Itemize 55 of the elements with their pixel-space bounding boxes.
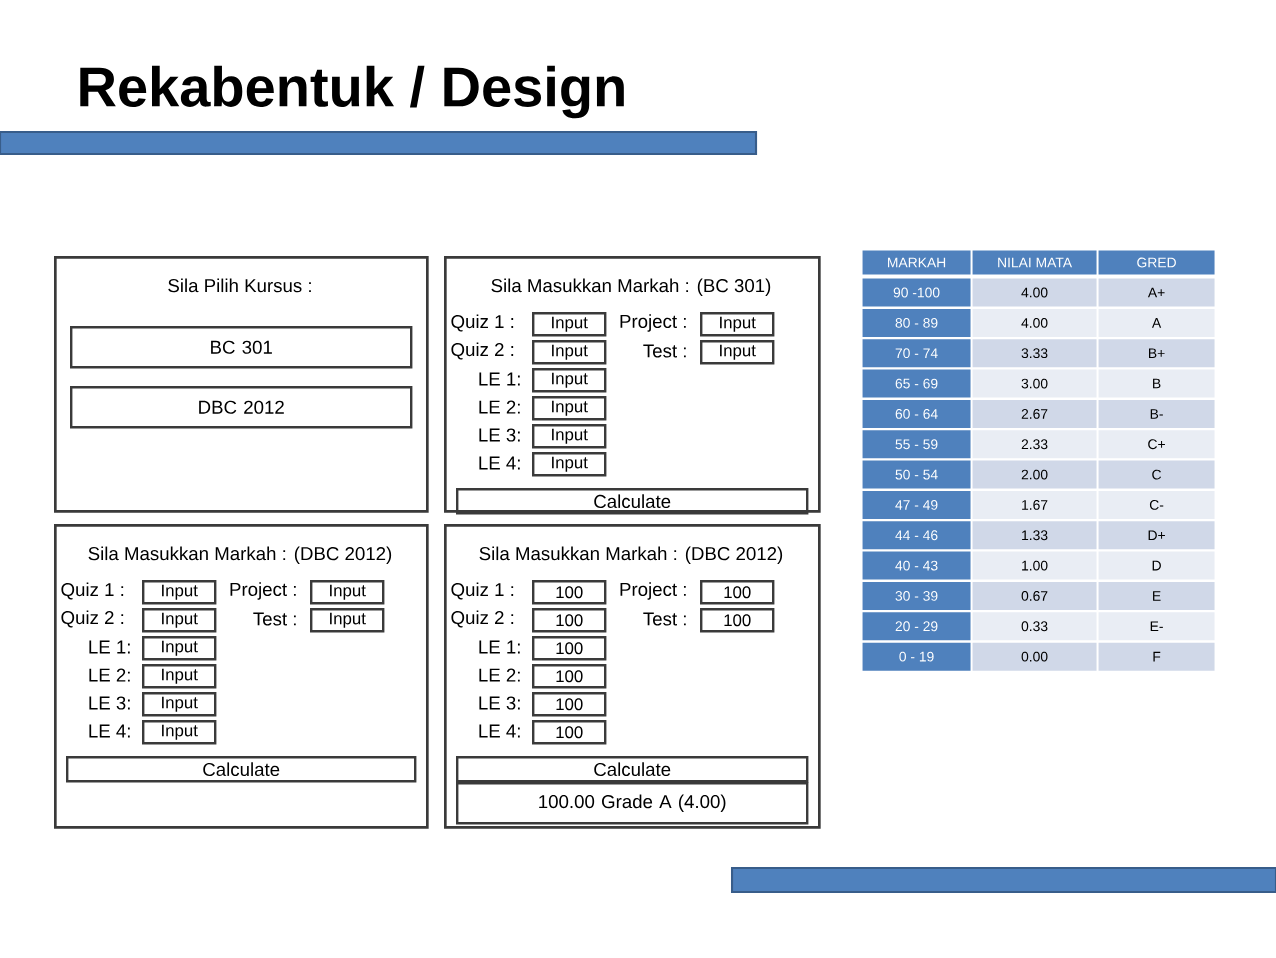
input-field: Input xyxy=(142,664,217,689)
course-button: BC 301 xyxy=(70,326,413,369)
course-button: DBC 2012 xyxy=(70,386,413,429)
field-label: Test : xyxy=(643,344,686,358)
field-label: Project : xyxy=(230,582,296,600)
field-label: LE 3: xyxy=(479,428,520,442)
field-label: Quiz 2 : xyxy=(451,610,514,628)
field-label: LE 2: xyxy=(479,400,520,414)
field-label: Project : xyxy=(620,582,686,600)
input-field: Input xyxy=(700,340,775,365)
input-field: 100 xyxy=(532,692,607,717)
field-label: Quiz 1 : xyxy=(61,582,124,600)
field-label: Project : xyxy=(620,314,686,332)
field-label: Test : xyxy=(643,612,686,626)
field-label: LE 4: xyxy=(89,724,130,738)
field-label: Quiz 1 : xyxy=(451,314,514,332)
field-label: LE 3: xyxy=(89,696,130,710)
input-field: Input xyxy=(142,608,217,633)
field-label: LE 1: xyxy=(479,640,520,654)
input-field: 100 xyxy=(700,580,775,605)
field-label: LE 4: xyxy=(479,724,520,738)
field-label: LE 1: xyxy=(479,372,520,386)
calculate-button: Calculate xyxy=(456,488,809,515)
input-field: Input xyxy=(142,692,217,717)
result-box: 100.00 Grade A (4.00) xyxy=(456,782,809,825)
field-label: Quiz 2 : xyxy=(451,342,514,360)
input-field: 100 xyxy=(532,636,607,661)
input-field: Input xyxy=(532,340,607,365)
input-field: 100 xyxy=(532,720,607,745)
field-label: LE 2: xyxy=(89,668,130,682)
field-label: Quiz 1 : xyxy=(451,582,514,600)
input-field: Input xyxy=(532,368,607,393)
input-field: Input xyxy=(532,452,607,477)
input-field: 100 xyxy=(532,580,607,605)
field-label: Test : xyxy=(253,612,296,626)
input-field: 100 xyxy=(532,664,607,689)
input-field: Input xyxy=(532,312,607,337)
input-field: 100 xyxy=(532,608,607,633)
input-field: Input xyxy=(310,608,385,633)
input-field: 100 xyxy=(700,608,775,633)
input-field: Input xyxy=(532,396,607,421)
input-field: Input xyxy=(142,720,217,745)
input-field: Input xyxy=(142,580,217,605)
field-label: Quiz 2 : xyxy=(61,610,124,628)
field-label: LE 1: xyxy=(89,640,130,654)
field-label: LE 3: xyxy=(479,696,520,710)
calculate-button: Calculate xyxy=(456,756,809,783)
input-field: Input xyxy=(310,580,385,605)
field-label: LE 4: xyxy=(479,456,520,470)
calculate-button: Calculate xyxy=(66,756,417,783)
input-field: Input xyxy=(142,636,217,661)
input-field: Input xyxy=(532,424,607,449)
title: Rekabentuk / Design xyxy=(80,65,624,119)
field-label: LE 2: xyxy=(479,668,520,682)
input-field: Input xyxy=(700,312,775,337)
